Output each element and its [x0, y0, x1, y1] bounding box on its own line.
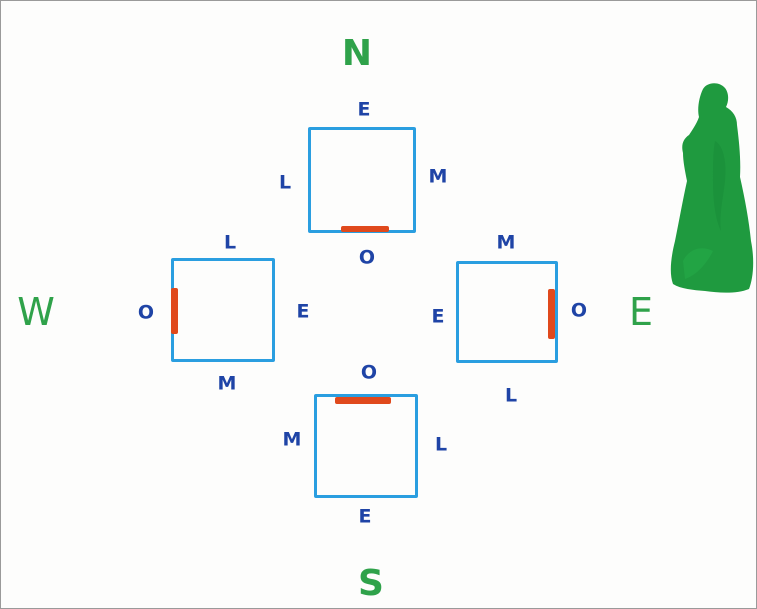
north-square-top-label: E [357, 98, 371, 121]
cardinal-east: E [628, 290, 654, 334]
west-square-bottom-label: M [217, 372, 237, 395]
north-square-left-label: L [278, 171, 292, 194]
east-square-left-label: E [431, 305, 445, 328]
south-square-top-label: O [360, 361, 378, 384]
standing-woman-silhouette-icon [670, 83, 754, 293]
east-square-top-label: M [496, 231, 516, 254]
west-square-left-label: O [137, 301, 155, 324]
north-square-door [341, 226, 389, 232]
south-square-bottom-label: E [358, 505, 372, 528]
east-square [456, 261, 558, 363]
south-square-door [335, 397, 391, 404]
west-square [171, 258, 275, 362]
east-square-bottom-label: L [504, 384, 518, 407]
south-square [314, 394, 418, 498]
north-square [308, 127, 416, 233]
cardinal-south: S [358, 563, 384, 604]
east-square-right-label: O [570, 299, 588, 322]
north-square-right-label: M [428, 165, 448, 188]
south-square-right-label: L [434, 433, 448, 456]
west-square-top-label: L [223, 231, 237, 254]
west-square-door [171, 288, 178, 334]
east-square-door [548, 289, 555, 339]
west-square-right-label: E [296, 300, 310, 323]
south-square-left-label: M [282, 428, 302, 451]
cardinal-north: N [341, 33, 373, 74]
north-square-bottom-label: O [358, 246, 376, 269]
cardinal-west: W [17, 290, 55, 334]
